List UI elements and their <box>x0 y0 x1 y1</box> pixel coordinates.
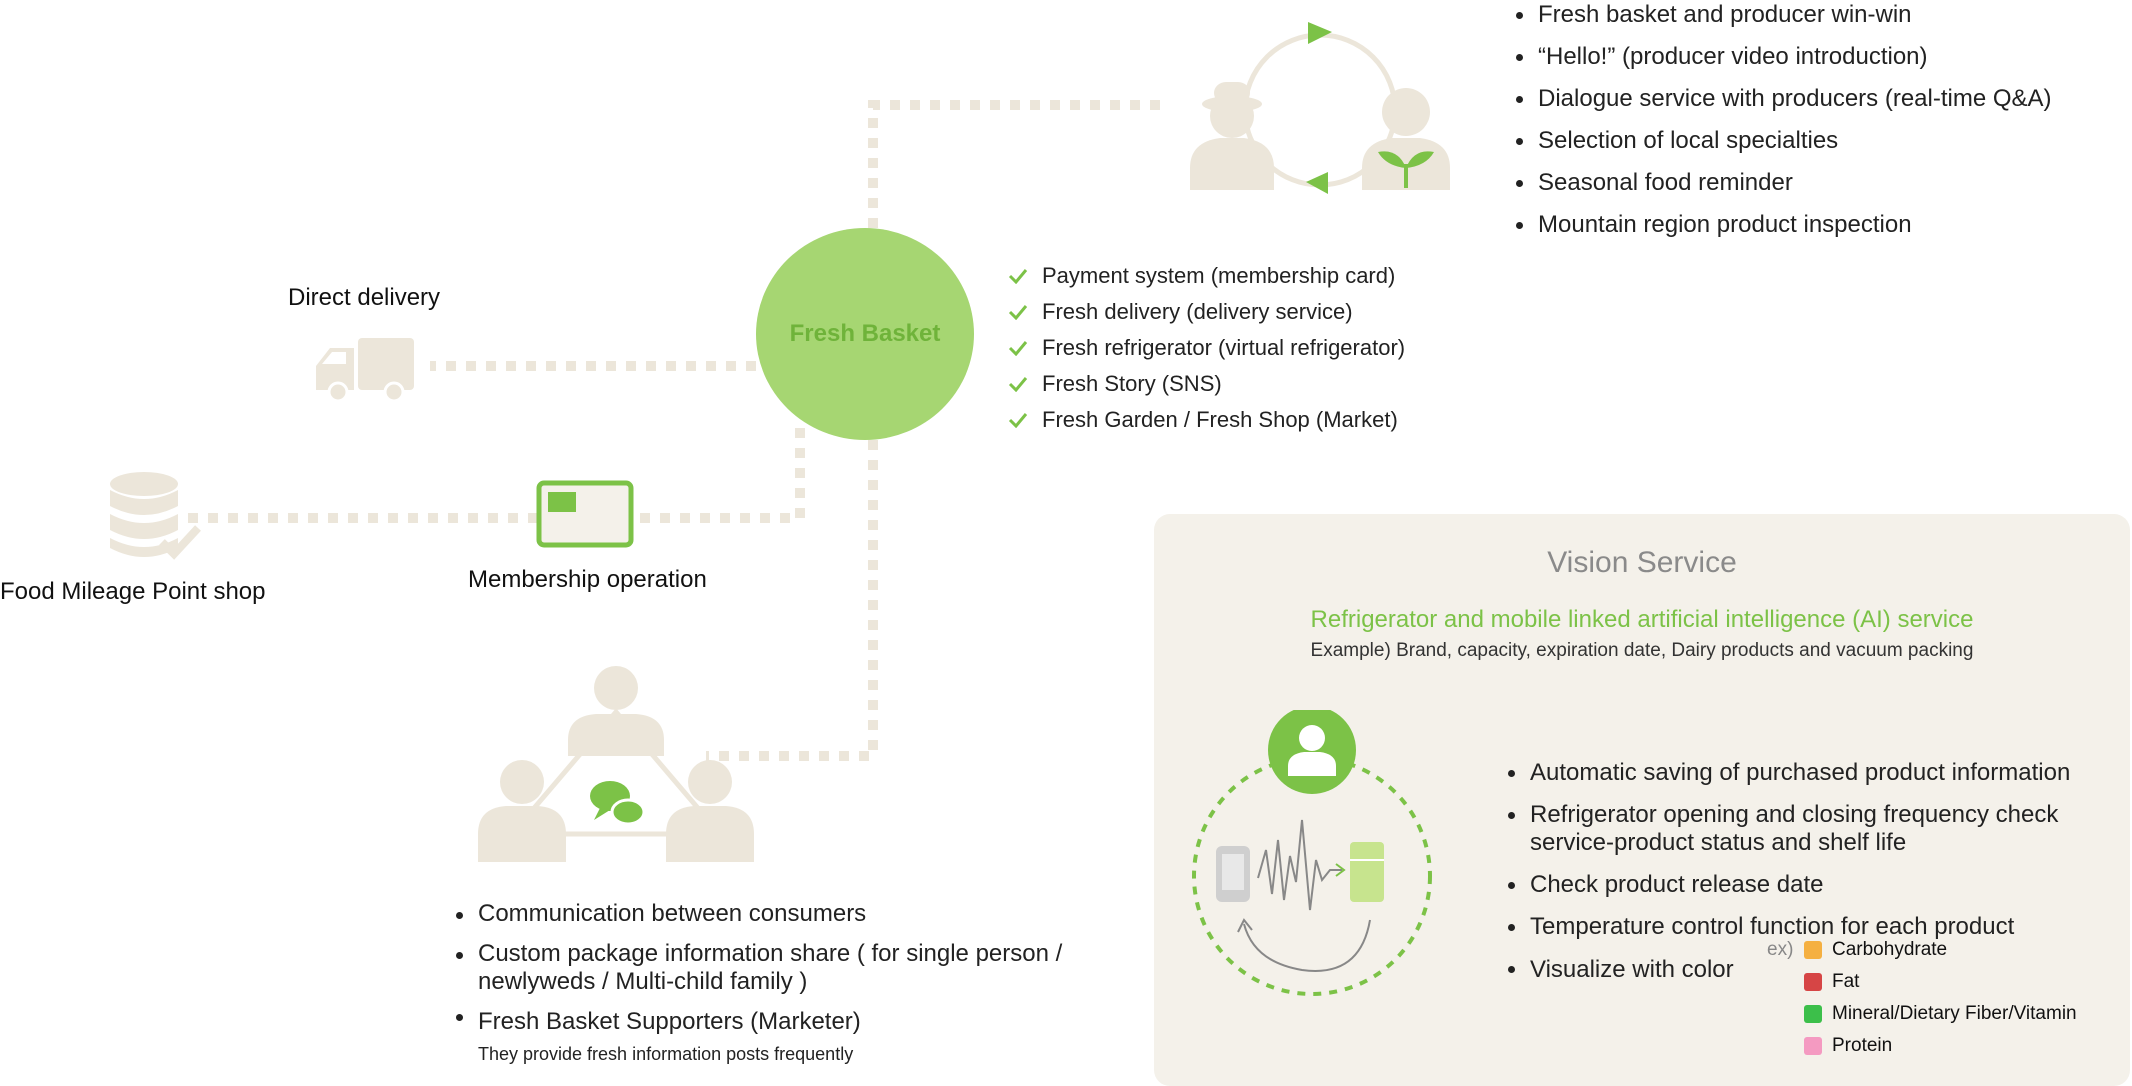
line-hub-to-producers <box>868 100 1170 228</box>
membership-label: Membership operation <box>468 566 707 593</box>
legend-item-carbohydrate: Carbohydrate <box>1804 939 1947 961</box>
producer-benefits-list: Fresh basket and producer win-win “Hello… <box>1512 0 2052 246</box>
supporters-note: They provide fresh information posts fre… <box>478 1044 854 1064</box>
list-item: Fresh Story (SNS) <box>1008 366 1405 402</box>
hub-label: Fresh Basket <box>789 320 941 347</box>
legend-prefix: ex) <box>1767 939 1794 960</box>
line-hub-to-membership <box>636 428 805 523</box>
legend-swatch <box>1804 1037 1822 1055</box>
list-item: Fresh Garden / Fresh Shop (Market) <box>1008 402 1405 438</box>
check-icon <box>1008 413 1028 428</box>
line-hub-to-consumers <box>706 440 878 761</box>
list-item: Custom package information share ( for s… <box>452 934 1062 996</box>
legend-swatch <box>1804 1005 1822 1023</box>
food-mileage-label: Food Mileage Point shop <box>0 578 266 605</box>
fresh-basket-hub: Fresh Basket <box>756 228 974 440</box>
list-item: Fresh refrigerator (virtual refrigerator… <box>1008 330 1405 366</box>
panel-example: Example) Brand, capacity, expiration dat… <box>1310 640 1974 661</box>
check-icon <box>1008 305 1028 320</box>
list-item: Automatic saving of purchased product in… <box>1504 752 2070 794</box>
check-icon <box>1008 269 1028 284</box>
list-item: Temperature control function for each pr… <box>1504 906 2070 948</box>
list-item: Payment system (membership card) <box>1008 258 1405 294</box>
legend-item-mineral: Mineral/Dietary Fiber/Vitamin <box>1804 1003 2077 1025</box>
vision-features-list: Automatic saving of purchased product in… <box>1504 752 2070 992</box>
producer-cycle-icon <box>1190 22 1450 194</box>
list-item: Fresh basket and producer win-win <box>1512 0 2052 36</box>
legend-item-fat: Fat <box>1804 971 1859 993</box>
list-item: Mountain region product inspection <box>1512 204 2052 246</box>
list-item: Seasonal food reminder <box>1512 162 2052 204</box>
ai-service-illustration <box>1192 710 1432 996</box>
check-icon <box>1008 341 1028 356</box>
list-item: Check product release date <box>1504 864 2070 906</box>
direct-delivery-label: Direct delivery <box>288 284 441 311</box>
panel-title: Vision Service <box>1547 546 1737 579</box>
list-item: Selection of local specialties <box>1512 120 2052 162</box>
list-item: Visualize with color <box>1504 948 2070 992</box>
consumer-community-icon <box>478 666 754 862</box>
panel-subtitle: Refrigerator and mobile linked artificia… <box>1310 606 1974 633</box>
legend-swatch <box>1804 941 1822 959</box>
vision-service-panel: Vision Service Refrigerator and mobile l… <box>1154 514 2130 1086</box>
list-item: Refrigerator opening and closing frequen… <box>1504 794 2070 864</box>
delivery-truck-icon <box>316 338 414 402</box>
list-item: Fresh Basket Supporters (Marketer) <box>452 996 1062 1042</box>
service-checklist: Payment system (membership card) Fresh d… <box>1008 258 1405 438</box>
membership-card-icon <box>536 480 634 548</box>
list-item: Dialogue service with producers (real-ti… <box>1512 78 2052 120</box>
legend-swatch <box>1804 973 1822 991</box>
database-check-icon <box>110 472 201 560</box>
list-item: Communication between consumers <box>452 894 1062 934</box>
list-item: Fresh delivery (delivery service) <box>1008 294 1405 330</box>
list-item: “Hello!” (producer video introduction) <box>1512 36 2052 78</box>
consumer-features-list: Communication between consumers Custom p… <box>452 894 1062 1042</box>
legend-item-protein: Protein <box>1804 1035 1892 1057</box>
check-icon <box>1008 377 1028 392</box>
